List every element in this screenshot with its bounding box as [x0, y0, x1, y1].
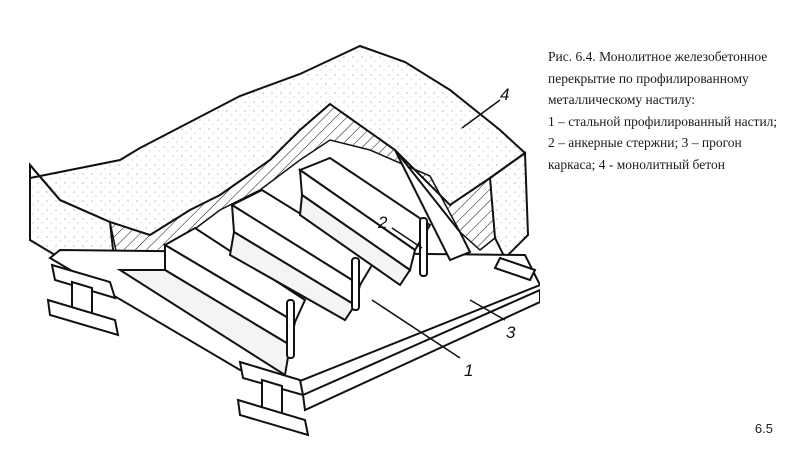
i-beam-left	[46, 263, 120, 337]
caption-legend: 1 – стальной профилированный настил; 2 –…	[548, 113, 778, 172]
concrete-slab-right-edge	[488, 151, 530, 260]
callout-leaders	[371, 99, 506, 359]
deck-valley	[228, 230, 357, 322]
anchor-stud	[351, 257, 360, 311]
callout-leader-3	[469, 299, 506, 321]
anchor-stud	[286, 299, 295, 359]
figure-caption: Рис. 6.4. Монолитное железобетонное пере…	[548, 46, 780, 175]
i-beam-front	[236, 288, 540, 437]
slab-diagram: 1 2 3 4	[29, 44, 540, 437]
deck-valley	[298, 193, 412, 287]
page-number: 6.5	[754, 421, 773, 436]
callout-1: 1	[464, 361, 473, 380]
profiled-deck	[116, 149, 472, 377]
callout-2: 2	[377, 213, 388, 232]
caption-title: Рис. 6.4. Монолитное железобетонное пере…	[548, 49, 768, 107]
callout-4: 4	[500, 85, 509, 104]
deck-rib	[394, 149, 472, 262]
callout-leader-2	[391, 227, 423, 249]
i-beam-right	[493, 256, 537, 282]
callout-leader-4	[461, 99, 501, 129]
callout-3: 3	[506, 323, 516, 342]
anchor-studs	[286, 217, 428, 359]
callout-leader-1	[371, 299, 461, 359]
